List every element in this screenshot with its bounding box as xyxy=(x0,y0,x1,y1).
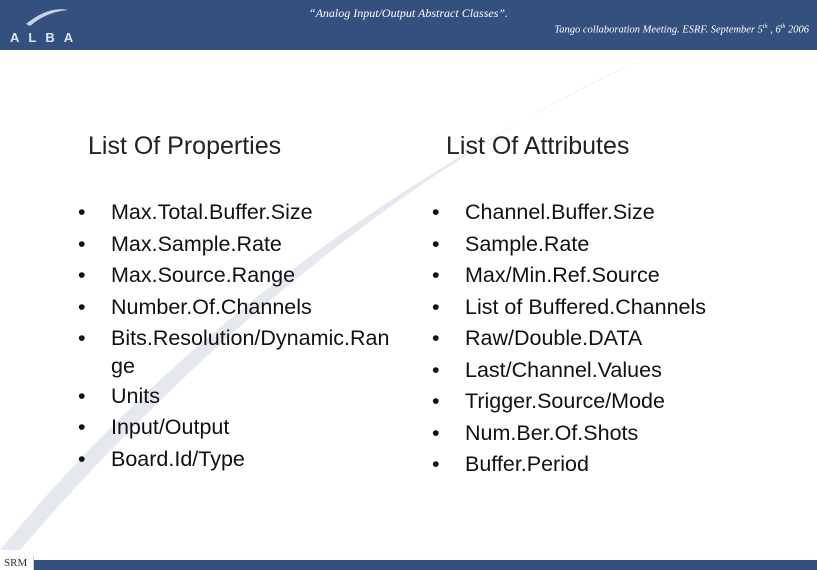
logo-swoosh xyxy=(26,9,68,26)
bullet-icon: • xyxy=(78,263,86,287)
list-item: •Max.Source.Range xyxy=(78,260,418,292)
bullet-icon: • xyxy=(432,294,440,319)
logo-text: ALBA xyxy=(10,30,82,45)
list-item: •Number.Of.Channels xyxy=(78,292,418,324)
bullet-icon: • xyxy=(432,263,440,287)
list-item: •Sample.Rate xyxy=(432,229,812,261)
bullet-icon: • xyxy=(432,452,440,476)
properties-title: List Of Properties xyxy=(88,132,282,160)
attributes-title: List Of Attributes xyxy=(446,132,630,160)
bullet-icon: • xyxy=(78,415,86,439)
bullet-icon: • xyxy=(432,231,440,256)
list-item: •Units xyxy=(78,381,418,413)
attributes-list: •Channel.Buffer.Size •Sample.Rate •Max/M… xyxy=(432,197,812,481)
bullet-icon: • xyxy=(78,383,86,408)
bullet-icon: • xyxy=(432,357,440,382)
bullet-icon: • xyxy=(78,326,86,350)
properties-list: •Max.Total.Buffer.Size •Max.Sample.Rate … xyxy=(78,197,418,475)
presentation-title: “Analog Input/Output Abstract Classes”. xyxy=(308,6,509,20)
bullet-icon: • xyxy=(432,420,440,445)
list-item: •Max.Total.Buffer.Size xyxy=(78,197,418,229)
list-item: •List of Buffered.Channels xyxy=(432,292,812,324)
meeting-subtitle: Tango collaboration Meeting. ESRF. Septe… xyxy=(554,24,809,36)
list-item: •Raw/Double.DATA xyxy=(432,323,812,355)
bullet-icon: • xyxy=(432,200,440,224)
list-item: •Max/Min.Ref.Source xyxy=(432,260,812,292)
list-item: •Max.Sample.Rate xyxy=(78,229,418,261)
bullet-icon: • xyxy=(432,326,440,350)
bullet-icon: • xyxy=(78,231,86,256)
list-item: •Buffer.Period xyxy=(432,449,812,481)
list-item: •Num.Ber.Of.Shots xyxy=(432,418,812,450)
list-item: •Input/Output xyxy=(78,412,418,444)
list-item: •Trigger.Source/Mode xyxy=(432,386,812,418)
list-item: •Board.Id/Type xyxy=(78,444,418,476)
alba-logo: ALBA xyxy=(10,9,82,45)
bullet-icon: • xyxy=(432,389,440,413)
footer-bar xyxy=(0,560,817,570)
footer-label: SRM xyxy=(0,556,35,570)
header-bar: ALBA “Analog Input/Output Abstract Class… xyxy=(0,0,817,50)
bullet-icon: • xyxy=(78,446,86,471)
list-item: •Last/Channel.Values xyxy=(432,355,812,387)
list-item: •Channel.Buffer.Size xyxy=(432,197,812,229)
bullet-icon: • xyxy=(78,200,86,224)
bullet-icon: • xyxy=(78,294,86,319)
